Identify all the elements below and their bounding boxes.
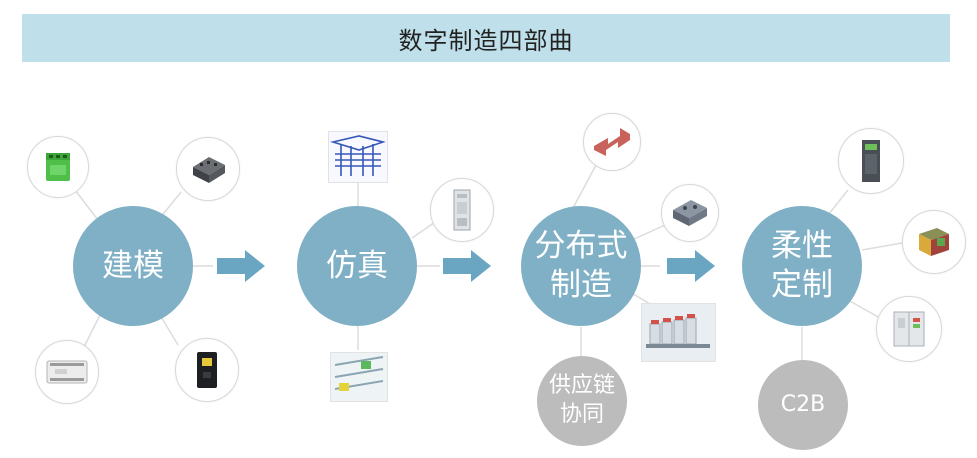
sub-node-label: 供应链 <box>549 372 615 401</box>
thumb-switch <box>175 338 239 402</box>
cabinet-panel-icon <box>449 188 475 232</box>
stage-label: 仿真 <box>326 247 388 286</box>
stage-label-2: 制造 <box>550 266 612 305</box>
drive-module-icon <box>858 138 884 184</box>
dark-connector-icon <box>187 149 229 189</box>
connector-line <box>862 243 902 250</box>
connector-line <box>632 225 665 240</box>
image-cable-tray <box>330 352 388 402</box>
connector-line <box>572 165 596 210</box>
connector-line <box>75 190 98 220</box>
connector-line <box>848 300 880 318</box>
stage-flexible-customization: 柔性 定制 <box>742 206 862 326</box>
thumb-cabinet-panel <box>430 178 494 242</box>
stage-label: 分布式 <box>535 227 628 266</box>
wiring-diagram-icon <box>329 132 387 182</box>
cable-tray-icon <box>331 353 387 401</box>
thumb-connector <box>176 137 240 201</box>
switch-device-icon <box>192 348 222 392</box>
arrow-icon <box>667 250 715 282</box>
thumb-drive-module <box>838 128 904 194</box>
thumb-electrical-cabinet <box>876 296 942 362</box>
stage-label: 柔性 <box>771 227 833 266</box>
sub-node-label: C2B <box>781 391 825 420</box>
arrow-icon <box>217 250 265 282</box>
sub-node-c2b: C2B <box>758 360 848 450</box>
metal-bracket-icon <box>669 196 711 230</box>
green-terminal-block-icon <box>38 147 78 187</box>
stage-label: 建模 <box>102 247 164 286</box>
connector-line <box>828 190 848 215</box>
terminal-rail-icon <box>642 304 715 361</box>
image-wiring-diagram <box>328 131 388 183</box>
heatsink-box-icon <box>915 224 953 260</box>
electrical-cabinet-icon <box>890 308 928 350</box>
thumb-terminal-block <box>27 136 89 198</box>
image-terminal-rail <box>641 303 716 362</box>
stage-label-2: 定制 <box>771 266 833 305</box>
stage-simulation: 仿真 <box>297 206 417 326</box>
copper-busbar-icon <box>590 124 634 160</box>
sub-node-supply-chain: 供应链 协同 <box>537 356 627 446</box>
stage-distributed-manufacturing: 分布式 制造 <box>521 206 641 326</box>
thumb-busbar <box>583 113 641 171</box>
thumb-heatsink-box <box>902 210 966 274</box>
thumb-bracket <box>661 184 719 242</box>
arrow-icon <box>443 250 491 282</box>
thumb-plc <box>35 340 99 404</box>
sub-node-label-2: 协同 <box>560 401 604 430</box>
plc-module-icon <box>45 357 89 387</box>
connector-line <box>160 315 178 345</box>
connector-line <box>84 315 100 347</box>
stage-modeling: 建模 <box>73 206 193 326</box>
